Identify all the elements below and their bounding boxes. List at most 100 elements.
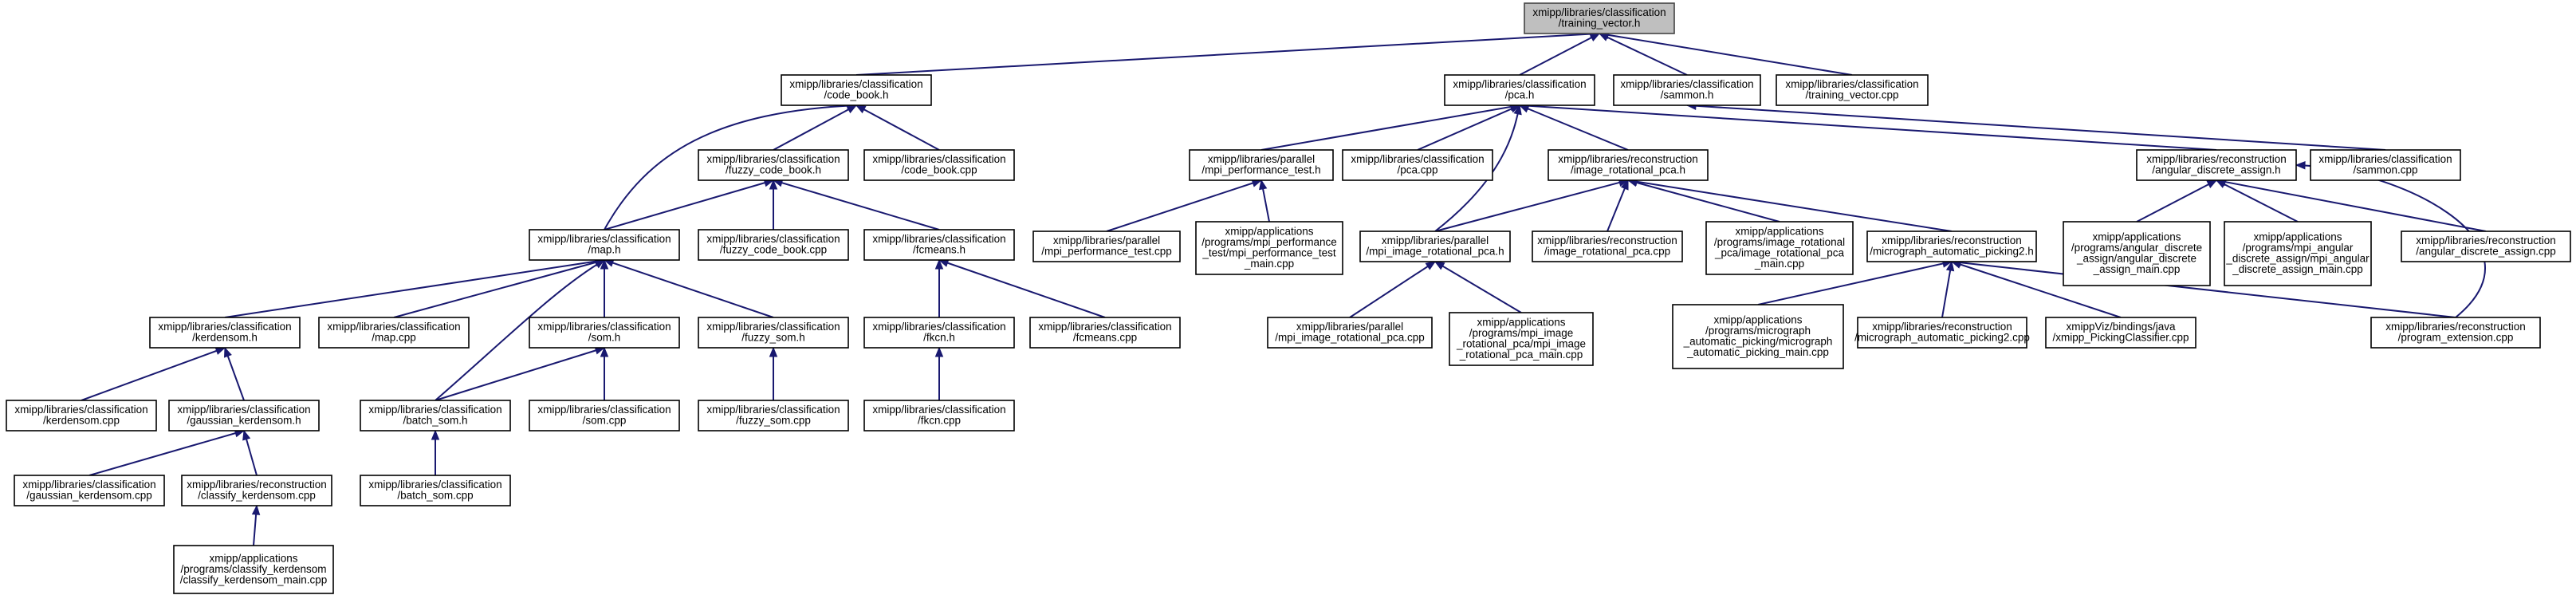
- node-label-line: xmipp/applications: [1225, 226, 1313, 238]
- edge-fuzzy-som-cpp-to-fuzzy-som-h: [769, 346, 778, 400]
- node-kerdensom-cpp[interactable]: xmipp/libraries/classification/kerdensom…: [6, 400, 157, 432]
- node-label-line: /mpi_performance_test.h: [1201, 164, 1320, 176]
- edge-fcmeans-cpp-to-fcmeans-h: [938, 258, 1106, 318]
- node-mpi-image-rotational-pca-main-cpp[interactable]: xmipp/applications/programs/mpi_image_ro…: [1449, 312, 1594, 366]
- node-label-line: xmipp/libraries/parallel: [1296, 321, 1403, 333]
- node-fcmeans-cpp[interactable]: xmipp/libraries/classification/fcmeans.c…: [1029, 317, 1181, 349]
- node-label-line: /gaussian_kerdensom.h: [187, 415, 301, 427]
- edge-mpi-performance-test-main-cpp-to-mpi-performance-test-h: [1259, 179, 1270, 223]
- edge-fuzzy-som-h-to-map-h: [603, 258, 774, 318]
- node-mpi-performance-test-cpp[interactable]: xmipp/libraries/parallel/mpi_performance…: [1032, 231, 1181, 262]
- node-image-rotational-pca-h[interactable]: xmipp/libraries/reconstruction/image_rot…: [1548, 149, 1709, 181]
- node-box: [529, 400, 680, 432]
- node-mpi-image-rotational-pca-h[interactable]: xmipp/libraries/parallel/mpi_image_rotat…: [1359, 231, 1511, 262]
- node-label-line: /mpi_image_rotational_pca.h: [1366, 246, 1504, 258]
- node-batch-som-h[interactable]: xmipp/libraries/classification/batch_som…: [360, 400, 511, 432]
- edge-sammon-cpp-to-sammon-h: [1685, 101, 2386, 151]
- node-box: [863, 400, 1015, 432]
- node-micrograph-automatic-picking2-h[interactable]: xmipp/libraries/reconstruction/micrograp…: [1866, 231, 2037, 262]
- node-sammon-cpp[interactable]: xmipp/libraries/classification/sammon.cp…: [2310, 149, 2461, 181]
- edge-arrowhead: [2206, 179, 2218, 188]
- node-label-line: /batch_som.cpp: [397, 490, 473, 502]
- node-training-vector-h[interactable]: xmipp/libraries/classification/training_…: [1524, 2, 1675, 34]
- node-map-cpp[interactable]: xmipp/libraries/classification/map.cpp: [318, 317, 470, 349]
- node-box: [14, 475, 165, 506]
- node-label-line: xmipp/libraries/reconstruction: [1537, 234, 1677, 246]
- node-som-h[interactable]: xmipp/libraries/classification/som.h: [529, 317, 680, 349]
- edge-line: [604, 104, 857, 231]
- node-training-vector-cpp[interactable]: xmipp/libraries/classification/training_…: [1776, 74, 1929, 106]
- node-fuzzy-som-h[interactable]: xmipp/libraries/classification/fuzzy_som…: [698, 317, 849, 349]
- node-classify-kerdensom-cpp[interactable]: xmipp/libraries/reconstruction/classify_…: [181, 475, 332, 506]
- node-label-line: /fcmeans.cpp: [1073, 332, 1137, 344]
- node-batch-som-cpp[interactable]: xmipp/libraries/classification/batch_som…: [360, 475, 511, 506]
- node-sammon-h[interactable]: xmipp/libraries/classification/sammon.h: [1613, 74, 1761, 106]
- node-kerdensom-h[interactable]: xmipp/libraries/classification/kerdensom…: [149, 317, 301, 349]
- node-mpi-angular-discrete-assign-main-cpp[interactable]: xmipp/applications/programs/mpi_angular_…: [2224, 221, 2372, 286]
- edge-fkcn-cpp-to-fkcn-h: [934, 346, 944, 400]
- node-label-line: xmipp/libraries/classification: [872, 321, 1005, 333]
- node-fcmeans-h[interactable]: xmipp/libraries/classification/fcmeans.h: [863, 229, 1015, 261]
- node-box: [1705, 221, 1854, 275]
- node-classify-kerdensom-main-cpp[interactable]: xmipp/applications/programs/classify_ker…: [173, 545, 334, 594]
- node-label-line: xmippViz/bindings/java: [2066, 321, 2176, 333]
- node-label-line: /programs/angular_discrete: [2071, 242, 2202, 254]
- node-label-line: /pca.h: [1505, 89, 1535, 101]
- edge-line: [1599, 33, 1688, 76]
- node-label-line: xmipp/libraries/classification: [1038, 321, 1171, 333]
- edge-line: [1434, 179, 1629, 232]
- node-program-extension-cpp[interactable]: xmipp/libraries/reconstruction/program_e…: [2370, 317, 2541, 349]
- node-label-line: /map.h: [588, 244, 620, 256]
- node-label-line: /image_rotational_pca.cpp: [1544, 246, 1670, 258]
- node-fuzzy-code-book-h[interactable]: xmipp/libraries/classification/fuzzy_cod…: [698, 149, 849, 181]
- node-mpi-performance-test-main-cpp[interactable]: xmipp/applications/programs/mpi_performa…: [1195, 221, 1343, 275]
- node-gaussian-kerdensom-cpp[interactable]: xmipp/libraries/classification/gaussian_…: [14, 475, 165, 506]
- node-angular-discrete-assign-cpp[interactable]: xmipp/libraries/reconstruction/angular_d…: [2401, 231, 2571, 262]
- node-fuzzy-som-cpp[interactable]: xmipp/libraries/classification/fuzzy_som…: [698, 400, 849, 432]
- node-fkcn-h[interactable]: xmipp/libraries/classification/fkcn.h: [863, 317, 1015, 349]
- node-angular-discrete-assign-h[interactable]: xmipp/libraries/reconstruction/angular_d…: [2136, 149, 2297, 181]
- node-code-book-h[interactable]: xmipp/libraries/classification/code_book…: [781, 74, 932, 106]
- node-pca-h[interactable]: xmipp/libraries/classification/pca.h: [1444, 74, 1595, 106]
- node-label-line: /gaussian_kerdensom.cpp: [26, 490, 152, 502]
- edge-arrowhead: [1945, 260, 1955, 272]
- node-xmipp-PickingClassifier-cpp[interactable]: xmippViz/bindings/java/xmipp_PickingClas…: [2045, 317, 2196, 349]
- node-pca-cpp[interactable]: xmipp/libraries/classification/pca.cpp: [1342, 149, 1493, 181]
- node-mpi-performance-test-h[interactable]: xmipp/libraries/parallel/mpi_performance…: [1189, 149, 1334, 181]
- node-label-line: xmipp/libraries/reconstruction: [2416, 234, 2556, 246]
- edge-line: [2136, 179, 2217, 223]
- node-label-line: xmipp/applications: [1735, 226, 1823, 238]
- edge-line: [773, 104, 857, 151]
- edge-gaussian-kerdensom-cpp-to-gaussian-kerdensom-h: [88, 429, 246, 476]
- node-label-line: /fcmeans.h: [913, 244, 966, 256]
- node-micrograph-automatic-picking-main-cpp[interactable]: xmipp/applications/programs/micrograph_a…: [1672, 304, 1844, 369]
- edge-kerdensom-cpp-to-kerdensom-h: [81, 347, 226, 401]
- edge-code-book-h-to-training-vector-h: [855, 30, 1601, 76]
- edge-classify-kerdensom-cpp-to-gaussian-kerdensom-h: [242, 429, 258, 476]
- node-gaussian-kerdensom-h[interactable]: xmipp/libraries/classification/gaussian_…: [168, 400, 320, 432]
- node-box: [173, 545, 334, 594]
- edge-line: [1260, 104, 1520, 151]
- edge-arrowhead: [1425, 261, 1437, 270]
- node-mpi-image-rotational-pca-cpp[interactable]: xmipp/libraries/parallel/mpi_image_rotat…: [1267, 317, 1433, 349]
- node-fkcn-cpp[interactable]: xmipp/libraries/classification/fkcn.cpp: [863, 400, 1015, 432]
- node-map-h[interactable]: xmipp/libraries/classification/map.h: [529, 229, 680, 261]
- edge-pca-cpp-to-pca-h: [1417, 104, 1521, 151]
- node-box: [529, 229, 680, 261]
- node-label-line: /pca.cpp: [1397, 164, 1437, 176]
- node-label-line: /training_vector.h: [1559, 18, 1641, 30]
- node-label-line: xmipp/applications: [209, 552, 297, 564]
- node-fuzzy-code-book-cpp[interactable]: xmipp/libraries/classification/fuzzy_cod…: [698, 229, 849, 261]
- node-micrograph-automatic-picking2-cpp[interactable]: xmipp/libraries/reconstruction/micrograp…: [1854, 317, 2030, 349]
- node-box: [1524, 2, 1675, 34]
- edge-mpi-image-rotational-pca-h-to-pca-h: [1434, 104, 1522, 232]
- node-box: [2401, 231, 2571, 262]
- node-som-cpp[interactable]: xmipp/libraries/classification/som.cpp: [529, 400, 680, 432]
- node-image-rotational-pca-cpp[interactable]: xmipp/libraries/reconstruction/image_rot…: [1532, 231, 1683, 262]
- node-code-book-cpp[interactable]: xmipp/libraries/classification/code_book…: [863, 149, 1015, 181]
- node-label-line: _main.cpp: [1754, 258, 1804, 270]
- node-image-rotational-pca-main-cpp[interactable]: xmipp/applications/programs/image_rotati…: [1705, 221, 1854, 275]
- node-angular-discrete-assign-main-cpp[interactable]: xmipp/applications/programs/angular_disc…: [2063, 221, 2211, 286]
- edge-arrowhead: [1513, 104, 1522, 116]
- edge-line: [855, 33, 1600, 76]
